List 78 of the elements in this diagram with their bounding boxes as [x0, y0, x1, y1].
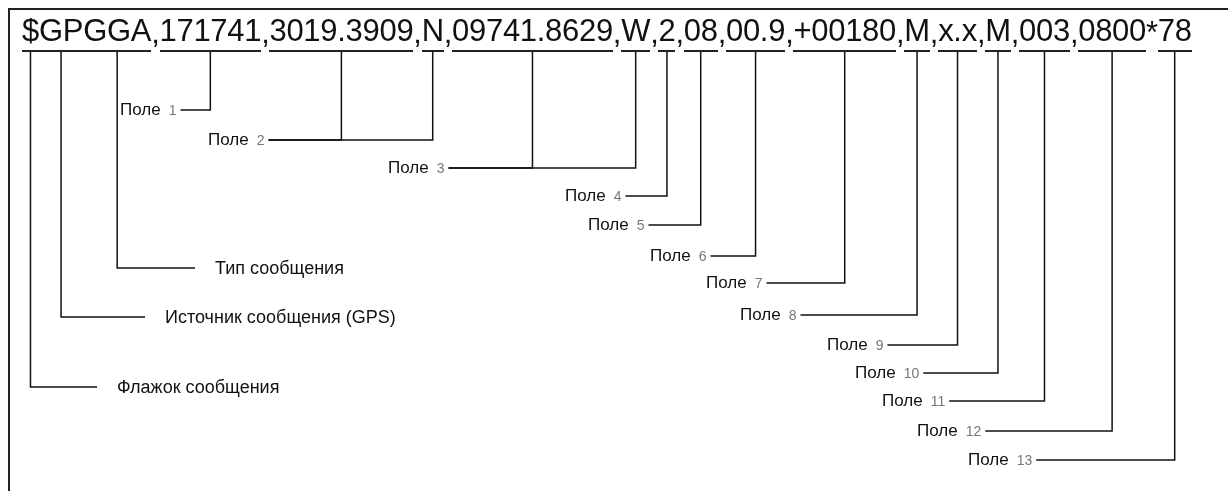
field-label: Поле — [120, 99, 161, 121]
message-field: 3019.3909 — [269, 12, 414, 52]
message-field: 08 — [683, 12, 718, 52]
leader-line — [116, 51, 196, 269]
field-number: 10 — [903, 364, 920, 383]
message-field: GGA — [83, 12, 152, 52]
field-separator: , — [1069, 14, 1079, 52]
leader-line — [29, 51, 98, 388]
field-label: Поле — [968, 449, 1009, 471]
field-separator: , — [443, 14, 453, 52]
field-separator: , — [785, 14, 794, 52]
field-number: 13 — [1016, 451, 1033, 470]
message-field: 003 — [1019, 12, 1070, 52]
field-separator: , — [413, 14, 422, 52]
field-separator: , — [650, 14, 659, 52]
field-label: Поле — [706, 272, 747, 294]
field-number: 6 — [698, 247, 707, 266]
field-separator: , — [895, 14, 905, 52]
callout-label: Флажок сообщения — [117, 376, 280, 399]
leader-line — [1035, 51, 1176, 461]
field-separator: , — [612, 14, 622, 52]
message-field: 00.9 — [726, 12, 786, 52]
message-field: N — [421, 12, 444, 52]
field-number: 1 — [168, 101, 177, 120]
leader-line — [60, 51, 146, 318]
message-field: 171741 — [159, 12, 262, 52]
message-field: 0800 — [1078, 12, 1146, 52]
field-separator: , — [717, 14, 726, 52]
message-field: 2 — [658, 12, 676, 52]
field-number: 11 — [930, 392, 946, 411]
leader-line — [948, 51, 1046, 402]
message-field: +00180 — [793, 12, 896, 52]
message-field: M — [904, 12, 930, 52]
field-number: 9 — [875, 336, 884, 355]
field-label: Поле — [208, 129, 249, 151]
message-field: $ — [22, 12, 39, 52]
leader-line — [179, 51, 212, 111]
field-label: Поле — [565, 185, 606, 207]
field-label: Поле — [588, 214, 629, 236]
field-label: Поле — [855, 362, 896, 384]
leader-line — [886, 51, 959, 346]
leader-line — [984, 51, 1113, 432]
field-number: 2 — [256, 131, 265, 150]
leader-line — [647, 51, 702, 226]
field-number: 5 — [636, 216, 645, 235]
leader-line — [624, 51, 668, 197]
field-number: 8 — [788, 306, 797, 325]
message-field: W — [621, 12, 651, 52]
leader-line — [709, 51, 757, 257]
field-number: 12 — [965, 422, 982, 441]
leader-line — [447, 51, 637, 169]
leader-line — [267, 51, 434, 141]
leader-line — [765, 51, 846, 284]
field-separator: , — [1010, 14, 1020, 52]
field-separator: , — [976, 14, 986, 52]
leader-line — [799, 51, 918, 316]
field-separator: , — [261, 14, 270, 52]
field-label: Поле — [917, 420, 958, 442]
leader-line — [922, 51, 999, 374]
message-field: 78 — [1157, 12, 1192, 52]
field-label: Поле — [827, 334, 868, 356]
field-number: 4 — [613, 187, 622, 206]
message-field: x.x — [938, 12, 977, 52]
field-separator: * — [1146, 14, 1158, 52]
message-field: GP — [38, 12, 84, 52]
field-label: Поле — [740, 304, 781, 326]
message-field: 09741.8629 — [452, 12, 613, 52]
field-number: 3 — [436, 159, 445, 178]
field-separator: , — [151, 14, 160, 52]
field-number: 7 — [754, 274, 763, 293]
callout-label: Источник сообщения (GPS) — [165, 306, 396, 329]
callout-label: Тип сообщения — [215, 257, 344, 280]
message-field: M — [985, 12, 1011, 52]
field-label: Поле — [388, 157, 429, 179]
field-label: Поле — [650, 245, 691, 267]
field-label: Поле — [882, 390, 923, 412]
field-separator: , — [675, 14, 684, 52]
field-separator: , — [929, 14, 939, 52]
